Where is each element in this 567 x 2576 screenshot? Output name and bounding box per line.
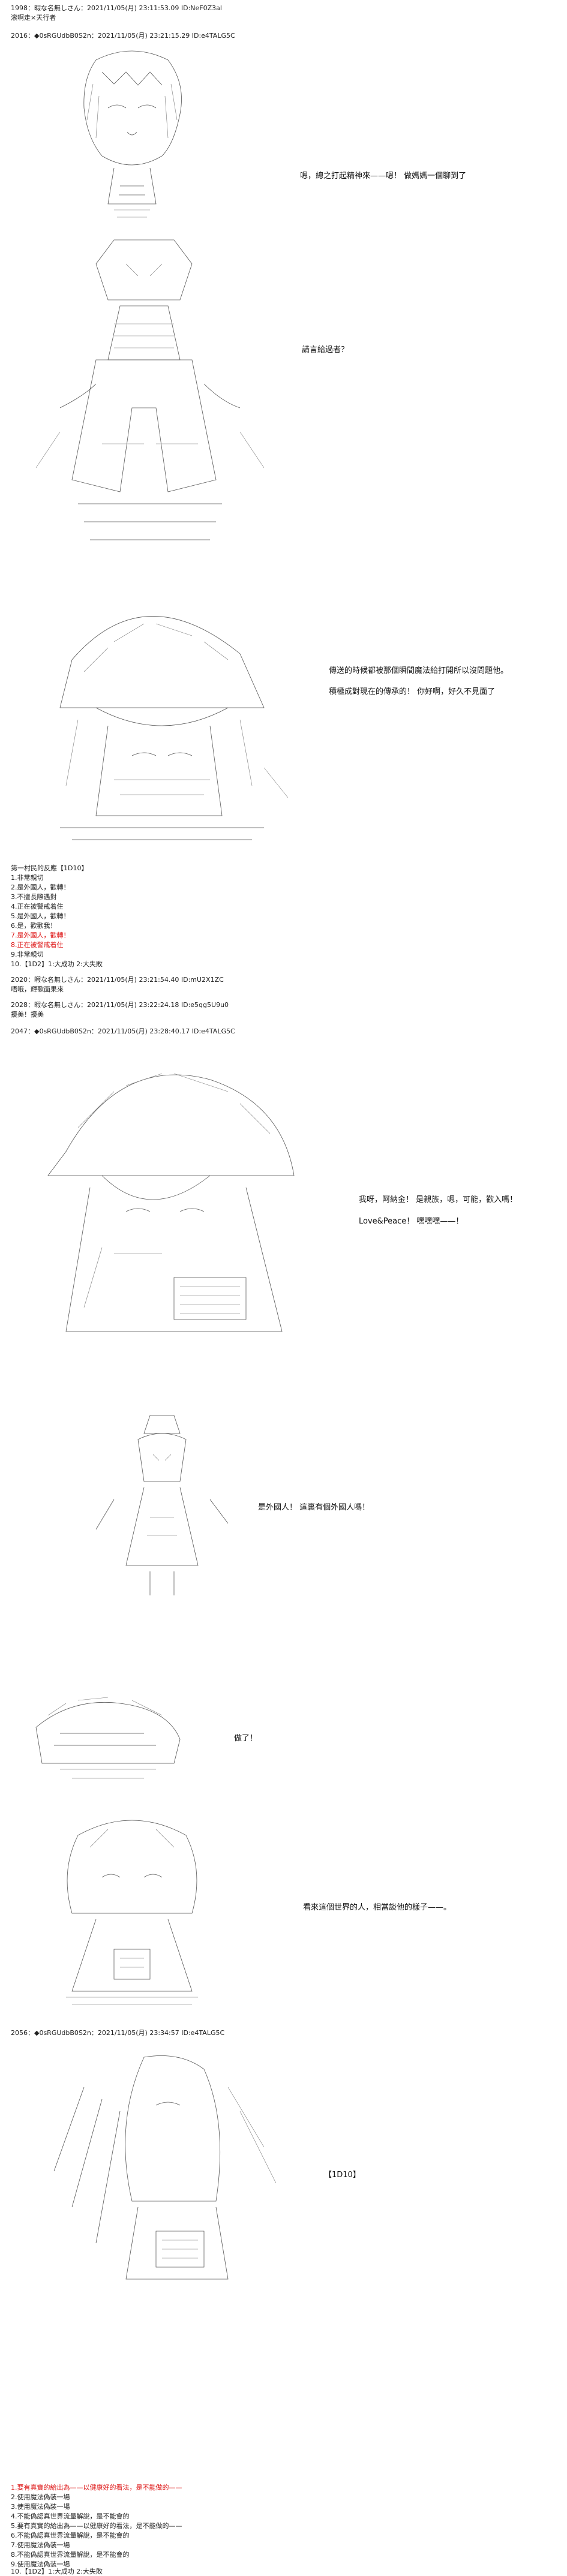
ascii-art-seated-girl [36, 1811, 228, 2009]
vote-item: 8.不能偽認真世界流量解說，是不能會的 [11, 2551, 130, 2559]
dice-roll: 【1D10】 [324, 2171, 361, 2180]
vote-item: 6.不能偽認真世界流量解說，是不能會的 [11, 2532, 130, 2539]
ascii-art-witch-group [30, 1056, 312, 1355]
vote-item: 9.使用魔法偽装一場 [11, 2560, 70, 2568]
post-body: 滚啊走×天行者 [11, 14, 56, 22]
vote-item-highlight: 7.是外國人，歡轉！ [11, 931, 70, 939]
dialogue-line: 看來這個世界的人，相當談他的樣子——。 [303, 1903, 452, 1912]
dialogue-line: 傳送的時候都被那個瞬間魔法給打開所以沒問題他。 [329, 666, 509, 675]
vote-item: 3.不擅長際遇對 [11, 893, 57, 901]
post-header: 2016：◆0sRGUdbB0S2n：2021/11/05(月) 23:21:1… [11, 32, 235, 40]
vote-item: 5.要有真實的給出為——以健康好的看法，是不能做的—— [11, 2522, 182, 2530]
vote-item: 3.使用魔法偽装一場 [11, 2503, 70, 2511]
ascii-art-lying-figure [24, 1691, 192, 1787]
dialogue-line: 請言給過者？ [302, 345, 349, 354]
ascii-art-small-figure [90, 1409, 234, 1607]
post-body: 擾美！擾美 [11, 1011, 44, 1018]
post-header: 2020：暇な名無しさん：2021/11/05(月) 23:21:54.40 I… [11, 976, 224, 984]
vote-item: 10.【1D2】1:大成功 2:大失敗 [11, 2568, 103, 2575]
vote-item: 1.非常親切 [11, 874, 44, 882]
vote-item: 10.【1D2】1:大成功 2:大失敗 [11, 960, 103, 968]
vote-item: 4.正在被警戒着住 [11, 903, 64, 910]
vote-item: 4.不能偽認真世界流量解說，是不能會的 [11, 2512, 130, 2520]
dialogue-line: 嗯，總之打起精神來——嗯！ 做媽媽一個聊到了 [300, 172, 467, 181]
vote-item: 2.使用魔法偽装一場 [11, 2493, 70, 2501]
dialogue-line: 是外國人！ 這裏有個外國人嗎！ [258, 1503, 370, 1512]
dialogue-line: Love&Peace！ 嘿嘿嘿——！ [359, 1217, 464, 1226]
vote-item: 6.是，歡歡我！ [11, 922, 57, 930]
ascii-art-figure [24, 228, 276, 564]
vote-item: 5.是外國人，歡轉！ [11, 912, 70, 920]
vote-item-highlight: 8.正在被警戒着住 [11, 941, 64, 949]
ascii-art-portrait [60, 48, 204, 228]
ascii-art-witch [24, 588, 300, 858]
post-header: 2056：◆0sRGUdbB0S2n：2021/11/05(月) 23:34:5… [11, 2029, 225, 2037]
dialogue-line: 我呀，阿納金！ 是親族，嗯，可能，歡入嗎！ [359, 1195, 518, 1204]
post-header: 1998：暇な名無しさん：2021/11/05(月) 23:11:53.09 I… [11, 4, 222, 12]
dialogue-line: 積極成對現在的傳承的！ 你好啊，好久不見面了 [329, 687, 496, 696]
vote-title: 第一村民的反應【1D10】 [11, 864, 88, 872]
post-body: 唔哦，輝歌面果來 [11, 985, 64, 993]
vote-item: 2.是外國人，歡轉！ [11, 883, 70, 891]
post-header: 2047：◆0sRGUdbB0S2n：2021/11/05(月) 23:28:4… [11, 1027, 235, 1035]
ascii-art-long-hair [48, 2051, 288, 2291]
vote-item: 9.非常親切 [11, 951, 44, 958]
dialogue-line: 做了！ [234, 1734, 258, 1743]
vote-item-highlight: 1.要有真實的給出為——以健康好的看法，是不能做的—— [11, 2484, 182, 2491]
post-header: 2028：暇な名無しさん：2021/11/05(月) 23:22:24.18 I… [11, 1001, 229, 1009]
vote-item: 7.使用魔法偽装一場 [11, 2541, 70, 2549]
